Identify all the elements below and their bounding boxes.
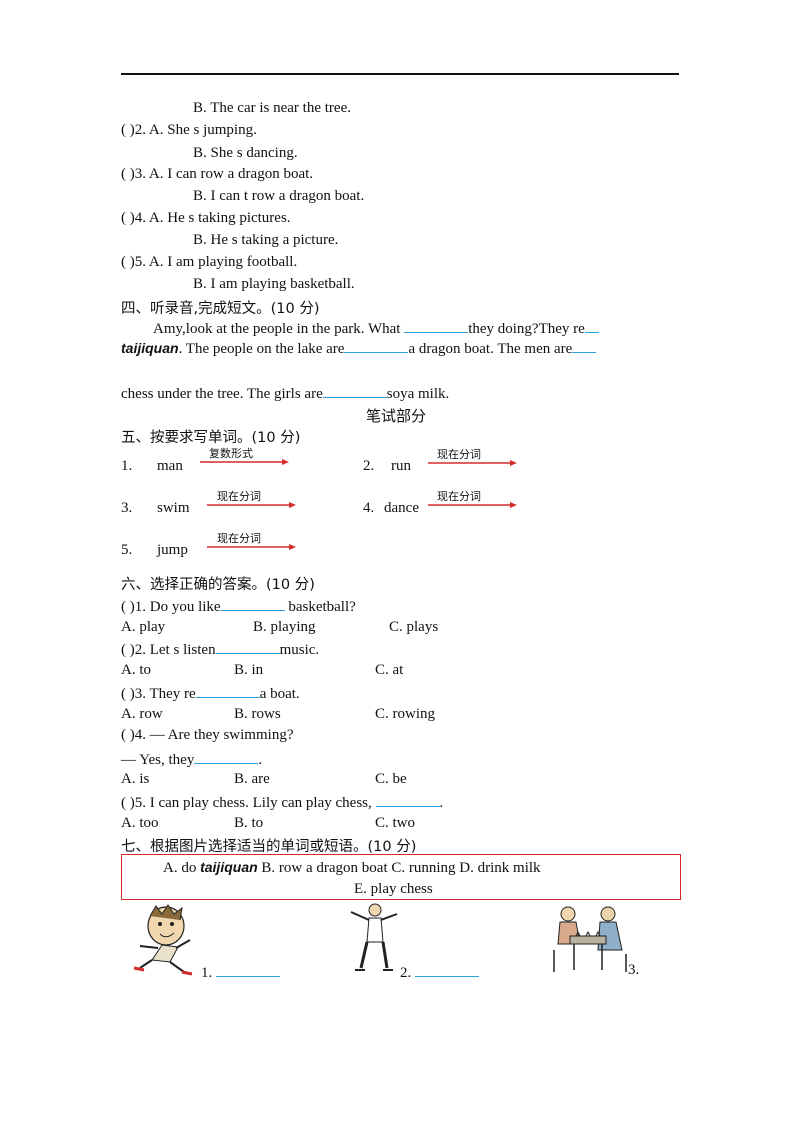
top-rule: [121, 73, 679, 75]
section-4-title: 四、听录音,完成短文。(10 分): [121, 301, 320, 317]
word-bank-box: [121, 854, 681, 900]
answer-blank[interactable]: [584, 318, 599, 333]
picture-number-2: 2.: [400, 962, 479, 982]
arrow-icon: [207, 502, 296, 508]
item-num: 2.: [363, 458, 375, 474]
answer-blank[interactable]: [215, 639, 280, 654]
arrow-icon: [428, 502, 517, 508]
answer-blank[interactable]: [194, 749, 259, 764]
option: B. rows: [234, 706, 281, 722]
option: A. too: [121, 815, 159, 831]
mc-question-5: ( )5. I can play chess. Lily can play ch…: [121, 792, 443, 812]
picture-number-3: 3.: [628, 962, 640, 978]
q2-option-a: ( )2. A. She s jumping.: [121, 122, 257, 138]
answer-blank[interactable]: [216, 962, 280, 977]
item-num: 1.: [121, 458, 133, 474]
option: B. to: [234, 815, 264, 831]
hint-label: 现在分词: [217, 532, 261, 545]
item-word: dance: [384, 500, 419, 516]
passage-text: . The people on the lake are: [178, 341, 345, 357]
hint-label: 现在分词: [217, 490, 261, 503]
mc-question-1: ( )1. Do you like basketball?: [121, 596, 356, 616]
arrow-icon: [428, 460, 517, 466]
option: C. two: [375, 815, 416, 831]
passage-text: they doing?They re: [468, 321, 585, 337]
q5-option-a: ( )5. A. I am playing football.: [121, 254, 298, 270]
answer-blank[interactable]: [415, 962, 479, 977]
passage-line-2: taijiquan. The people on the lake are a d…: [121, 338, 597, 358]
hint-label: 现在分词: [437, 448, 481, 461]
written-section-title: 笔试部分: [366, 407, 427, 425]
option: B. playing: [253, 619, 316, 635]
option: B. in: [234, 662, 264, 678]
taijiquan-man-picture: [350, 903, 398, 971]
answer-blank[interactable]: [572, 338, 597, 353]
passage-text: a dragon boat. The men are: [408, 341, 573, 357]
answer-blank[interactable]: [375, 792, 440, 807]
option: A. row: [121, 706, 163, 722]
word-bank-line-1: A. do taijiquan B. row a dragon boat C. …: [163, 859, 541, 876]
section-6-title: 六、选择正确的答案。(10 分): [121, 577, 315, 593]
q2-option-b: B. She s dancing.: [193, 145, 298, 161]
answer-blank[interactable]: [195, 683, 260, 698]
taijiquan-word: taijiquan: [200, 859, 258, 875]
option: B. are: [234, 771, 270, 787]
item-num: 4.: [363, 500, 375, 516]
option: A. is: [121, 771, 150, 787]
q1-option-b: B. The car is near the tree.: [193, 100, 351, 116]
q3-option-b: B. I can t row a dragon boat.: [193, 188, 365, 204]
answer-blank[interactable]: [404, 318, 469, 333]
section-5-title: 五、按要求写单词。(10 分): [121, 430, 301, 446]
passage-text: chess under the tree. The girls are: [121, 386, 323, 402]
item-word: jump: [157, 542, 188, 558]
item-num: 3.: [121, 500, 133, 516]
q5-option-b: B. I am playing basketball.: [193, 276, 355, 292]
passage-text: Amy,look at the people in the park. What: [153, 321, 405, 337]
hint-label: 现在分词: [437, 490, 481, 503]
option: A. play: [121, 619, 166, 635]
option: C. be: [375, 771, 407, 787]
item-num: 5.: [121, 542, 133, 558]
arrow-icon: [200, 459, 289, 465]
mc-question-4: ( )4. — Are they swimming?: [121, 727, 294, 743]
section-7-title: 七、根据图片选择适当的单词或短语。(10 分): [121, 839, 417, 855]
running-boy-picture: [133, 904, 193, 976]
passage-line-3: chess under the tree. The girls are soya …: [121, 383, 449, 403]
q4-option-b: B. He s taking a picture.: [193, 232, 339, 248]
hint-label: 复数形式: [209, 447, 253, 460]
word-bank-line-2: E. play chess: [354, 881, 433, 897]
passage-line-1: Amy,look at the people in the park. What…: [153, 318, 599, 338]
answer-blank[interactable]: [322, 383, 387, 398]
chess-players-picture: [553, 906, 627, 972]
picture-number-1: 1.: [201, 962, 280, 982]
q3-option-a: ( )3. A. I can row a dragon boat.: [121, 166, 314, 182]
item-word: swim: [157, 500, 190, 516]
option: C. plays: [389, 619, 439, 635]
answer-blank[interactable]: [220, 596, 285, 611]
option: A. to: [121, 662, 151, 678]
passage-text: soya milk.: [386, 386, 450, 402]
option: C. rowing: [375, 706, 435, 722]
arrow-icon: [207, 544, 296, 550]
option: C. at: [375, 662, 404, 678]
item-word: run: [391, 458, 411, 474]
mc-question-4-reply: — Yes, they.: [121, 749, 262, 769]
taijiquan-word: taijiquan: [121, 340, 179, 356]
answer-blank[interactable]: [344, 338, 409, 353]
q4-option-a: ( )4. A. He s taking pictures.: [121, 210, 291, 226]
item-word: man: [157, 458, 183, 474]
